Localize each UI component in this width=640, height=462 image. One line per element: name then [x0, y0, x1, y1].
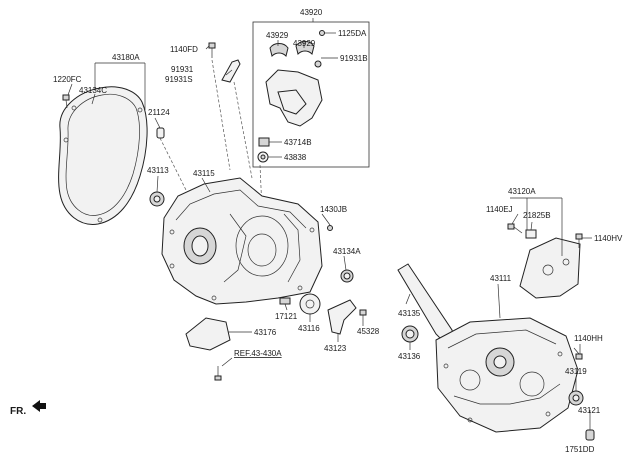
plug-1751dd: [585, 429, 595, 441]
label-1140ej: 1140EJ: [486, 205, 513, 214]
label-91931s: 91931S: [165, 75, 193, 84]
bolt-1140ej: [507, 223, 523, 234]
bracket-43123: [327, 299, 357, 335]
label-17121: 17121: [275, 312, 298, 321]
magnet-17121: [279, 297, 291, 305]
shift-bracket-43920: [265, 30, 325, 127]
label-43180a: 43180A: [112, 53, 140, 62]
label-43134a: 43134A: [333, 247, 361, 256]
bolt-1140fd: [208, 42, 216, 58]
leader-lines: [67, 18, 592, 430]
clutch-housing-43111: [435, 317, 579, 433]
oil-seal-43119: [568, 390, 584, 406]
gasket-43134c: [58, 86, 148, 225]
label-1140fd: 1140FD: [170, 45, 198, 54]
label-43115: 43115: [193, 169, 215, 178]
label-21825b: 21825B: [523, 211, 551, 220]
plug-1430jb: [327, 225, 333, 231]
label-91931b: 91931B: [340, 54, 368, 63]
bolt-1140hv: [575, 233, 583, 248]
transmission-case-43115: [161, 177, 323, 305]
label-1140hh: 1140HH: [574, 334, 603, 343]
label-43111: 43111: [490, 274, 512, 283]
label-1220fc: 1220FC: [53, 75, 82, 84]
label-21124: 21124: [148, 108, 170, 117]
bolt-45328: [359, 309, 367, 324]
bolt-1220fc: [62, 94, 70, 109]
front-direction-arrow-icon: [32, 400, 46, 412]
label-1430jb: 1430JB: [320, 205, 347, 214]
label-43119: 43119: [565, 367, 587, 376]
label-91931: 91931: [171, 65, 194, 74]
ref-stud: [214, 366, 222, 381]
label-43920: 43920: [300, 8, 323, 17]
oil-seal-43113: [149, 191, 165, 207]
dowel-pin-21124: [156, 127, 165, 139]
label-43929-right: 43929: [293, 39, 316, 48]
label-1140hv: 1140HV: [594, 234, 623, 243]
shift-lever-group-box: [252, 21, 370, 168]
label-43135: 43135: [398, 309, 421, 318]
oil-seal-43134a: [340, 269, 354, 283]
label-43714b: 43714B: [284, 138, 312, 147]
bolt-1140hh: [573, 347, 583, 360]
front-label: FR.: [10, 406, 26, 417]
label-1751dd: 1751DD: [565, 445, 595, 454]
label-43838: 43838: [284, 153, 307, 162]
label-43134c: 43134C: [79, 86, 107, 95]
ref-label-43-430a: REF.43-430A: [234, 349, 282, 358]
oil-guide-43116: [299, 293, 321, 315]
label-43120a: 43120A: [508, 187, 536, 196]
bushing-21825b: [525, 229, 537, 239]
mounting-bracket-43120a: [519, 237, 581, 299]
label-1125da: 1125DA: [338, 29, 367, 38]
oil-deflector-43176: [185, 317, 231, 351]
label-45328: 45328: [357, 327, 380, 336]
bushing-43714b: [258, 137, 270, 147]
label-43121: 43121: [578, 406, 601, 415]
label-43176: 43176: [254, 328, 277, 337]
oil-seal-43136: [401, 325, 419, 343]
washer-43838: [257, 151, 269, 163]
label-43113: 43113: [147, 166, 169, 175]
label-43116: 43116: [298, 324, 320, 333]
label-43136: 43136: [398, 352, 421, 361]
label-43123: 43123: [324, 344, 347, 353]
label-43929-left: 43929: [266, 31, 289, 40]
